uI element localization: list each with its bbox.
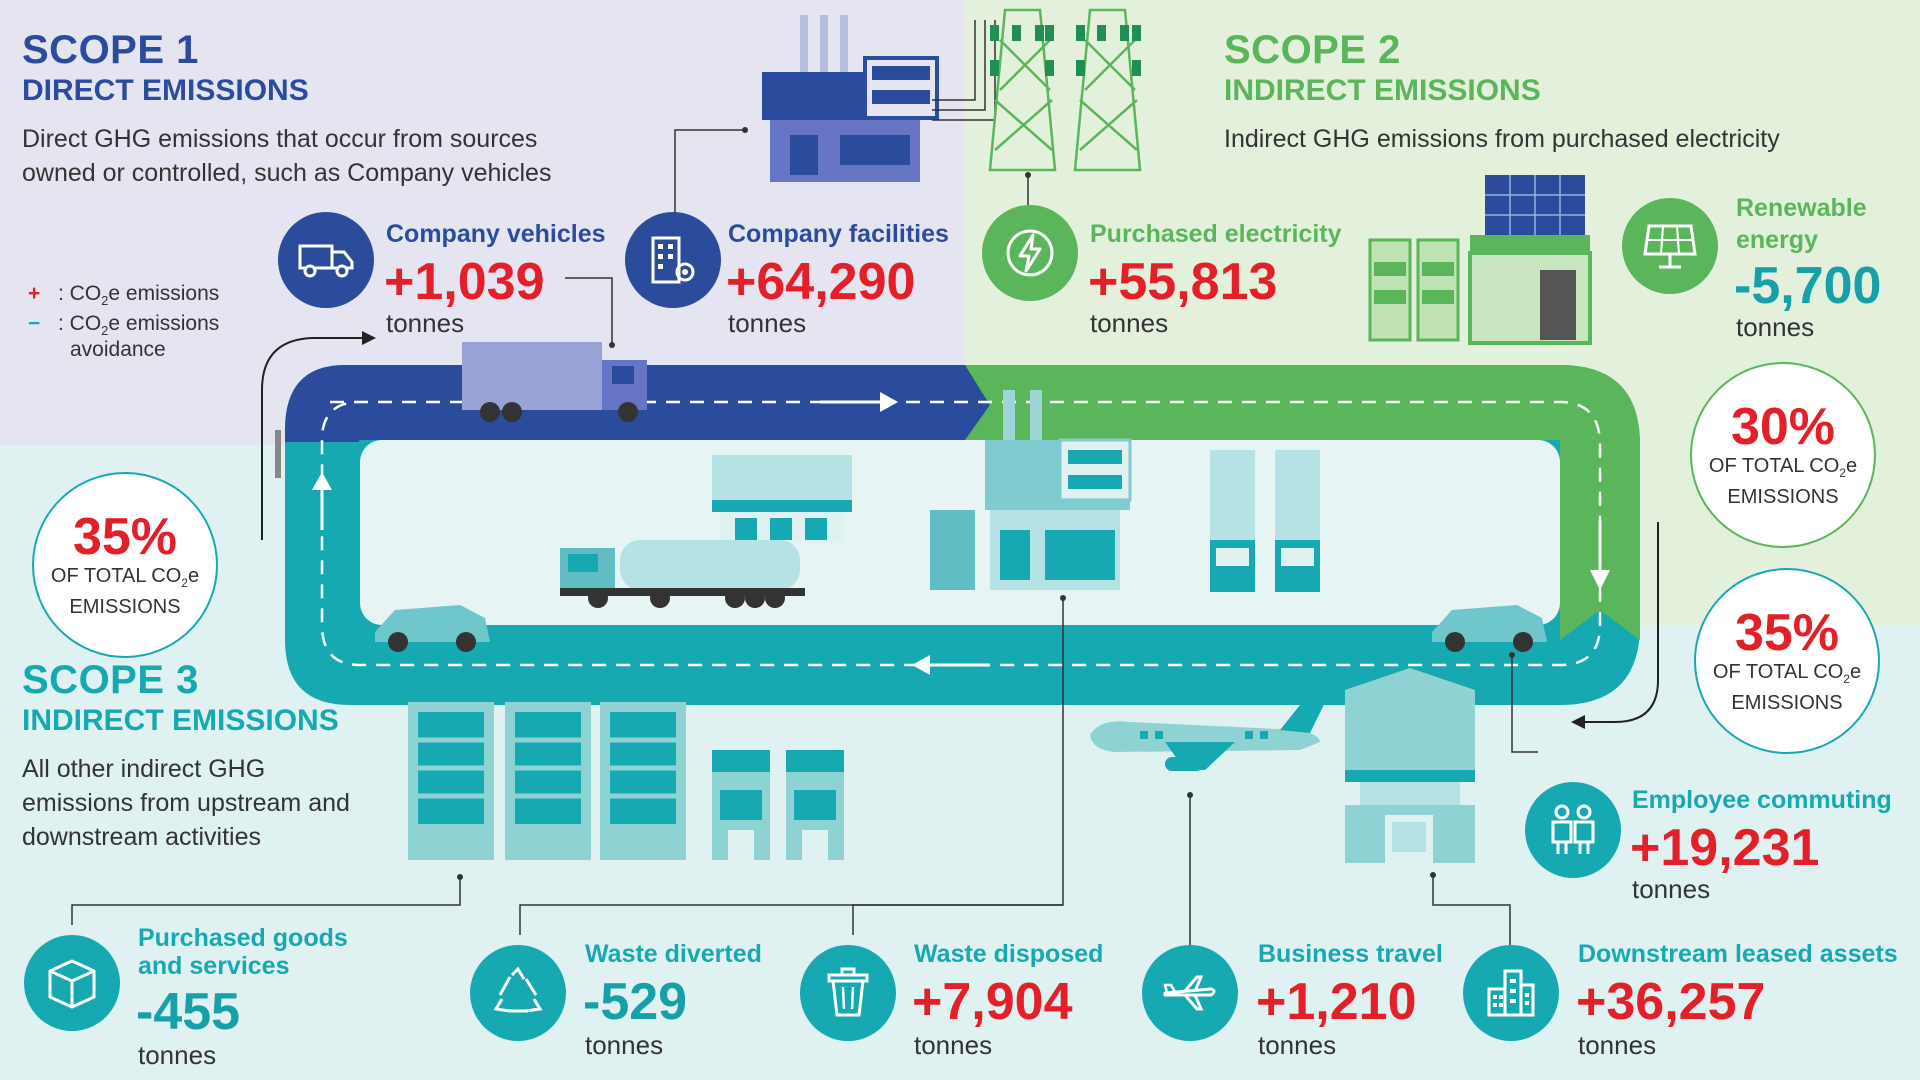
scope1-share-circle: 35% OF TOTAL CO2e EMISSIONS [1694,568,1880,754]
container-truck-illustration [462,342,647,422]
employee-commuting-label: Employee commuting [1632,786,1892,814]
scope1-share-line2: EMISSIONS [1731,692,1843,714]
downstream-leased-assets-unit: tonnes [1578,1030,1657,1060]
scope1-share-line1-a: OF TOTAL CO [1712,661,1844,683]
legend-positive-text-b: e emissions [108,282,220,305]
company-vehicles-value: +1,039 [384,253,545,311]
warehouse-illustration [712,455,852,542]
leased-building-illustration [1345,668,1475,863]
legend-avoidance-text: : CO [58,312,102,335]
office-buildings-illustration [408,680,844,860]
company-facilities-unit: tonnes [728,308,807,338]
legend-avoidance-text-c: avoidance [70,338,166,362]
middle-factory-illustration [930,390,1132,590]
scope3-share-line2: EMISSIONS [69,596,181,618]
purchased-goods-unit: tonnes [138,1040,217,1070]
scope3-share-line1-a: OF TOTAL CO [50,565,182,587]
renewable-energy-unit: tonnes [1736,312,1815,342]
scope3-share-subscript: 2 [181,576,188,590]
waste-diverted-value: -529 [583,973,688,1031]
scope2-share-line1-b: e [1845,455,1858,477]
company-facilities-value: +64,290 [726,253,916,311]
waste-diverted-unit: tonnes [585,1030,664,1060]
scope1-share-line1: OF TOTAL CO2e [1696,660,1878,691]
waste-disposed-label: Waste disposed [914,940,1104,968]
purchased-goods-value: -455 [136,983,241,1041]
airplane-illustration [1090,680,1335,771]
renewable-energy-label-1: Renewable [1736,194,1867,222]
scope2-share-subscript: 2 [1839,466,1846,480]
plus-symbol: + [28,282,41,305]
purchased-electricity-unit: tonnes [1090,308,1169,338]
minus-symbol: − [28,312,41,335]
scope3-share-percent: 35% [72,508,178,566]
legend-avoidance-subscript: 2 [101,323,109,339]
scope2-share-line1-a: OF TOTAL CO [1708,455,1840,477]
waste-disposed-unit: tonnes [914,1030,993,1060]
scope1-title: SCOPE 1 [22,28,199,72]
business-travel-unit: tonnes [1258,1030,1337,1060]
scope2-share-line2: EMISSIONS [1727,486,1839,508]
scope2-share-circle: 30% OF TOTAL CO2e EMISSIONS [1690,362,1876,548]
scope3-share-circle: 35% OF TOTAL CO2e EMISSIONS [32,472,218,658]
scope2-share-percent: 30% [1730,398,1836,456]
scope1-share-line1-b: e [1849,661,1862,683]
waste-disposed-value: +7,904 [912,973,1073,1031]
employee-commuting-unit: tonnes [1632,874,1711,904]
people-icon [1525,782,1621,878]
scope1-description: Direct GHG emissions that occur from sou… [22,125,552,187]
scope1-share-subscript: 2 [1843,672,1850,686]
legend-positive: + : CO2e emissions [28,282,219,308]
solar-panel-icon [1622,198,1718,294]
scope1-subtitle: DIRECT EMISSIONS [22,74,309,107]
scope3-subtitle: INDIRECT EMISSIONS [22,704,339,737]
scope3-title: SCOPE 3 [22,658,199,702]
scope3-share-line1-b: e [187,565,200,587]
scope2-share-line1: OF TOTAL CO2e [1692,454,1874,485]
legend-avoidance: −: CO2e emissions avoidance [28,312,219,362]
tanker-truck-illustration [560,540,805,608]
renewable-energy-value: -5,700 [1734,257,1882,315]
parked-trucks-illustration [1210,450,1320,592]
trash-can-icon [800,945,896,1041]
solar-house-illustration [1368,175,1592,345]
legend-positive-text: : CO [58,282,102,305]
scope2-description: Indirect GHG emissions from purchased el… [1224,125,1780,153]
legend-avoidance-text-b: e emissions [108,312,220,335]
recycle-icon [470,945,566,1041]
scope2-subtitle: INDIRECT EMISSIONS [1224,74,1541,107]
car-left-illustration [375,605,490,652]
company-vehicles-label: Company vehicles [386,220,606,248]
renewable-energy-label-2: energy [1736,226,1818,254]
scope2-title: SCOPE 2 [1224,28,1401,72]
scope3-description: All other indirect GHG emissions from up… [22,755,350,851]
downstream-leased-assets-label: Downstream leased assets [1578,940,1898,968]
building-gear-icon [625,212,721,308]
city-buildings-icon [1463,945,1559,1041]
car-right-illustration [1432,605,1547,652]
truck-icon [278,212,374,308]
scope3-share-line1: OF TOTAL CO2e [34,564,216,595]
downstream-leased-assets-value: +36,257 [1576,973,1766,1031]
purchased-goods-label-2: and services [138,952,290,980]
company-vehicles-unit: tonnes [386,308,465,338]
business-travel-value: +1,210 [1256,973,1417,1031]
purchased-electricity-value: +55,813 [1088,253,1278,311]
scope1-share-percent: 35% [1734,604,1840,662]
employee-commuting-value: +19,231 [1630,819,1820,877]
airplane-icon [1142,945,1238,1041]
factory-illustration [762,15,939,182]
power-towers [988,8,1142,172]
company-facilities-label: Company facilities [728,220,949,248]
box-icon [24,935,120,1031]
purchased-electricity-label: Purchased electricity [1090,220,1342,248]
business-travel-label: Business travel [1258,940,1443,968]
lightning-icon [982,205,1078,301]
waste-diverted-label: Waste diverted [585,940,762,968]
legend-positive-subscript: 2 [101,293,109,309]
purchased-goods-label-1: Purchased goods [138,924,348,952]
